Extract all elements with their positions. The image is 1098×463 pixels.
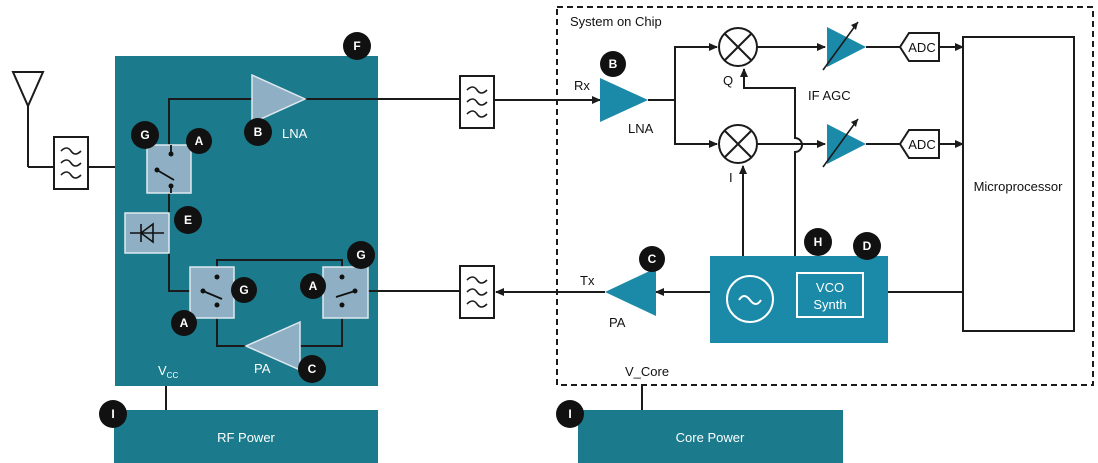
antenna-filter <box>53 136 89 190</box>
badge-i-core: I <box>556 400 584 428</box>
svg-text:A: A <box>309 279 318 293</box>
badge-c-soc: C <box>639 246 665 272</box>
mixer-q-label: Q <box>723 73 733 88</box>
microprocessor-label: Microprocessor <box>974 179 1064 194</box>
svg-text:I: I <box>111 407 114 421</box>
rx-label: Rx <box>574 78 590 93</box>
adc-q-label: ADC <box>908 40 935 55</box>
svg-text:C: C <box>308 362 317 376</box>
rf-module-wiring <box>168 98 378 347</box>
mixer-i-label: I <box>729 170 733 185</box>
rf-power-block <box>114 410 378 463</box>
mixer-q-icon <box>718 27 758 67</box>
rf-pa-amplifier <box>244 320 301 372</box>
badge-e: E <box>174 206 202 234</box>
synth-label: Synth <box>813 297 846 312</box>
antenna-switch <box>146 144 192 194</box>
svg-text:F: F <box>353 39 360 53</box>
antenna-icon <box>11 71 54 168</box>
badge-c-rf: C <box>298 355 326 383</box>
vco-synth-box <box>796 272 864 318</box>
v-core-label: V_Core <box>625 364 669 379</box>
rf-lna-label: LNA <box>282 126 308 141</box>
mixer-i-icon <box>718 124 758 164</box>
oscillator-icon <box>726 275 774 323</box>
microprocessor-block <box>962 36 1075 332</box>
badge-g-bottom: G <box>231 277 257 303</box>
svg-text:A: A <box>180 316 189 330</box>
badge-g-top: G <box>131 121 159 149</box>
vcc-label: VCC <box>158 363 178 380</box>
rf-lna-amplifier <box>251 73 307 125</box>
svg-text:A: A <box>195 134 204 148</box>
core-power-label: Core Power <box>676 430 745 445</box>
svg-text:G: G <box>356 248 365 262</box>
badge-a-bottom: A <box>171 310 197 336</box>
svg-text:E: E <box>184 213 192 227</box>
tx-switch-right <box>322 266 369 319</box>
badge-g-right: G <box>347 241 375 269</box>
soc-pa-amplifier <box>605 268 656 316</box>
svg-text:B: B <box>254 125 263 139</box>
soc-lna-amplifier <box>600 78 648 122</box>
core-power-block <box>578 410 843 463</box>
svg-text:B: B <box>609 57 618 71</box>
soc-boundary <box>556 6 1094 386</box>
agc-q-amplifier <box>822 21 866 71</box>
vco-label: VCO <box>816 280 844 295</box>
svg-text:G: G <box>239 283 248 297</box>
rx-filter <box>459 75 495 129</box>
badge-d: D <box>853 232 881 260</box>
diode-icon <box>124 212 170 254</box>
badge-f: F <box>343 32 371 60</box>
badge-a-right: A <box>300 273 326 299</box>
adc-i-label: ADC <box>908 137 935 152</box>
tx-label: Tx <box>580 273 595 288</box>
svg-text:C: C <box>648 252 657 266</box>
badge-i-rf: I <box>99 400 127 428</box>
svg-text:I: I <box>568 407 571 421</box>
if-agc-label: IF AGC <box>808 88 851 103</box>
rf-power-label: RF Power <box>217 430 275 445</box>
synthesizer-block <box>710 256 888 343</box>
svg-text:D: D <box>863 239 872 253</box>
svg-text:G: G <box>140 128 149 142</box>
svg-text:H: H <box>814 235 823 249</box>
rf-pa-label: PA <box>254 361 271 376</box>
tx-filter <box>459 265 495 319</box>
tx-switch-left <box>189 266 235 319</box>
badge-b-rf: B <box>244 118 272 146</box>
soc-label: System on Chip <box>570 14 662 29</box>
badge-h: H <box>804 228 832 256</box>
soc-lna-label: LNA <box>628 121 654 136</box>
badge-b-soc: B <box>600 51 626 77</box>
soc-pa-label: PA <box>609 315 626 330</box>
agc-i-amplifier <box>822 118 866 168</box>
badge-a-top: A <box>186 128 212 154</box>
